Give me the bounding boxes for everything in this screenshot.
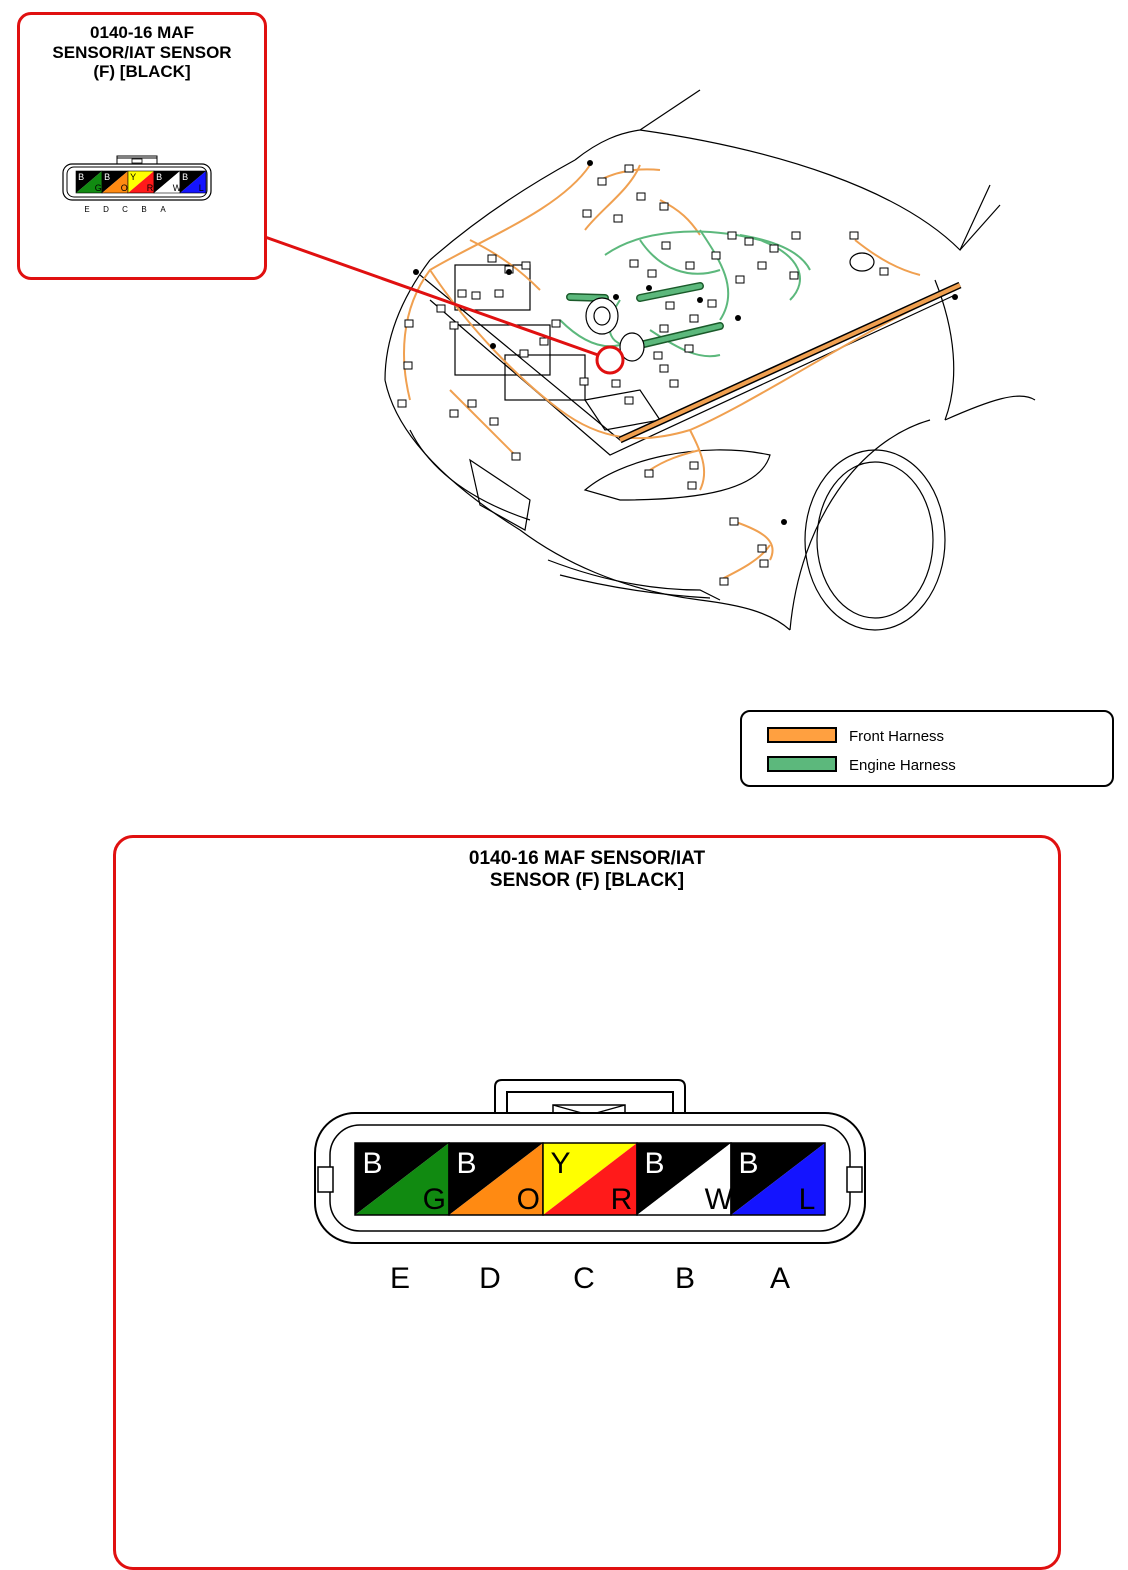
large-pin-e-bottom-color (355, 1143, 449, 1215)
small-pin-d-top-label: B (104, 172, 110, 182)
legend-label-engine-harness: Engine Harness (849, 757, 956, 774)
pin-letter-a: A (769, 1262, 790, 1295)
pin-letter-a-small: A (160, 205, 166, 214)
connector-detail-title-line-1: 0140-16 MAF SENSOR/IAT (468, 848, 706, 869)
small-pin-c-top-label: Y (130, 172, 136, 182)
small-pin-a-bottom-color (180, 171, 206, 193)
callout-box: 0140-16 MAF SENSOR/IAT SENSOR (F) [BLACK… (17, 12, 267, 280)
large-pin-c-bottom-color (543, 1143, 637, 1215)
large-pin-d-bottom-label: O (517, 1183, 540, 1216)
pin-letter-c-small: C (122, 205, 128, 214)
large-pin-a-bottom-color (731, 1143, 825, 1215)
large-pin-d-bottom-color (449, 1143, 543, 1215)
large-pin-b-bottom-label: W (705, 1183, 734, 1216)
large-pin-c-top-label: Y (551, 1147, 571, 1180)
callout-title-line-3: (F) [BLACK] (93, 62, 191, 82)
legend-swatch-engine-harness (767, 756, 837, 772)
pin-letter-e: E (389, 1262, 410, 1295)
large-pin-a-top-label: B (739, 1147, 759, 1180)
large-pin-e-top-label: B (363, 1147, 383, 1180)
large-pin-d-top-label: B (457, 1147, 477, 1180)
callout-title: 0140-16 MAF SENSOR/IAT SENSOR (F) [BLACK… (20, 23, 264, 82)
callout-title-line-1: 0140-16 MAF (90, 23, 194, 42)
engine-bay-illustration (264, 89, 1036, 631)
large-pin-d: BO (448, 1142, 544, 1216)
small-pin-b: BW (153, 170, 182, 194)
legend-swatch-front-harness (767, 727, 837, 743)
small-pin-c-bottom-color (128, 171, 154, 193)
large-pin-a-bottom-label: L (799, 1183, 816, 1216)
small-pin-e: BG (75, 170, 103, 194)
small-pin-b-bottom-color (154, 171, 180, 193)
large-pin-c-bottom-label: R (611, 1183, 633, 1216)
large-pin-e-bottom-label: G (423, 1183, 446, 1216)
pin-letter-c: C (573, 1262, 595, 1295)
large-pin-a: BL (730, 1142, 826, 1216)
small-pin-c-bottom-label: R (147, 183, 154, 193)
callout-pin-letters: E D C B A (78, 205, 228, 219)
callout-title-line-2: SENSOR/IAT SENSOR (52, 42, 232, 62)
small-pin-e-bottom-color (76, 171, 102, 193)
small-pin-e-top-label: B (78, 172, 84, 182)
small-pin-a-top-label: B (182, 172, 188, 182)
large-pin-b-bottom-color (637, 1143, 731, 1215)
small-pin-b-bottom-label: W (173, 183, 182, 193)
small-pin-e-bottom-label: G (95, 183, 102, 193)
legend-label-front-harness: Front Harness (849, 728, 945, 745)
small-pin-c: YR (127, 170, 155, 194)
connector-detail-title: 0140-16 MAF SENSOR/IAT SENSOR (F) [BLACK… (116, 848, 1058, 892)
connector-pin-letters: E D C B A (360, 1262, 820, 1302)
harness-legend: Front Harness Engine Harness (740, 710, 1114, 787)
small-pin-a-bottom-label: L (199, 183, 204, 193)
connector-detail-title-line-2: SENSOR (F) [BLACK] (489, 869, 685, 891)
pin-letter-d: D (479, 1262, 501, 1295)
large-pin-c: YR (542, 1142, 638, 1216)
small-pin-a: BL (179, 170, 207, 194)
small-pin-d: BO (101, 170, 129, 194)
pin-letter-b: B (674, 1262, 695, 1295)
pin-letter-d-small: D (103, 205, 109, 214)
large-pin-b-top-label: B (645, 1147, 665, 1180)
pin-letter-e-small: E (84, 205, 90, 214)
large-pin-e: BG (354, 1142, 450, 1216)
small-pin-b-top-label: B (156, 172, 162, 182)
small-pin-d-bottom-color (102, 171, 128, 193)
pin-letter-b-small: B (141, 205, 147, 214)
large-pin-b: BW (636, 1142, 734, 1216)
small-pin-d-bottom-label: O (121, 183, 128, 193)
